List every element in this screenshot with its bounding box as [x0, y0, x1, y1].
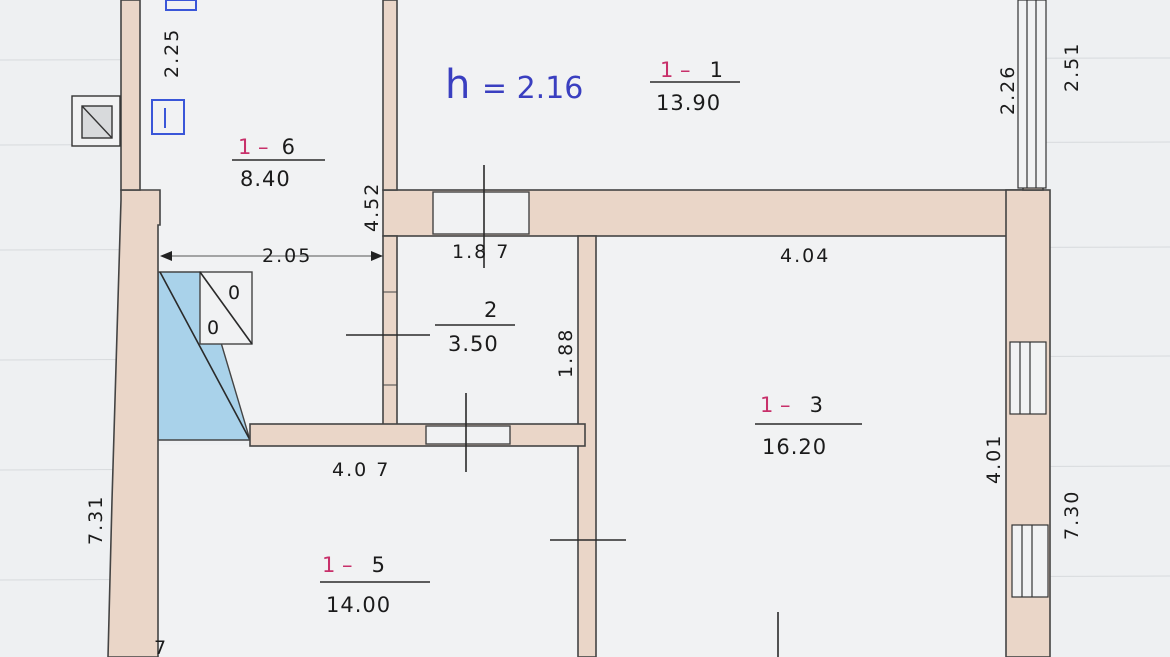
- room-1-label: 1 – 1: [660, 58, 723, 82]
- room-5-prefix: 1 –: [322, 553, 353, 577]
- dimension-452: 4.52: [361, 182, 383, 232]
- wall-room6-room2: [382, 235, 398, 427]
- vent-icon: [71, 95, 121, 147]
- wall-above-room5: [249, 423, 586, 447]
- room-1-area: 13.90: [656, 91, 721, 115]
- doorway-room2: [432, 165, 530, 268]
- room-1-prefix: 1 –: [660, 58, 691, 82]
- dimension-730: 7.30: [1061, 490, 1083, 540]
- window-right-lower: [1011, 524, 1049, 598]
- height-prefix: h: [445, 62, 470, 108]
- height-value: = 2.16: [482, 71, 583, 106]
- dimension-404: 4.04: [780, 245, 830, 267]
- corner-mark: 7: [154, 637, 168, 657]
- room-1-floor: [393, 0, 1023, 190]
- room-5-area: 14.00: [326, 593, 391, 617]
- room-6-prefix: 1 –: [238, 135, 269, 159]
- room-2-number: 2: [484, 298, 497, 322]
- fixture-diagonal: [199, 271, 253, 345]
- wall-ticks-left: [383, 291, 397, 386]
- room-3-number: 3: [810, 393, 823, 417]
- fixture-o-top: 0: [228, 282, 242, 304]
- room-2-area: 3.50: [448, 332, 499, 356]
- dimension-205: 2.05: [262, 245, 312, 267]
- left-upper-wall: [120, 0, 141, 191]
- ceiling-height-label: h = 2.16: [445, 62, 583, 108]
- left-outer-wall: [107, 189, 161, 657]
- dimension-188: 1.88: [555, 328, 577, 378]
- wall-room6-room1: [382, 0, 398, 191]
- dimension-187: 1.8 7: [452, 241, 510, 263]
- window-right-upper: [1017, 0, 1047, 189]
- room-5-number: 5: [372, 553, 385, 577]
- dimension-225: 2.25: [161, 28, 183, 78]
- room-6-label: 1 – 6: [238, 135, 295, 159]
- room-1-number: 1: [710, 58, 723, 82]
- room-3-area: 16.20: [762, 435, 827, 459]
- room-5-label: 1 – 5: [322, 553, 385, 577]
- room-6-number: 6: [282, 135, 295, 159]
- bath-diagonal: [159, 271, 251, 441]
- dimension-226: 2.26: [997, 65, 1019, 115]
- dimension-arrow-205: [160, 251, 383, 261]
- dimension-251: 2.51: [1061, 42, 1083, 92]
- room-6-area: 8.40: [240, 167, 291, 191]
- blue-mark-top: [165, 0, 197, 11]
- room-3-prefix: 1 –: [760, 393, 791, 417]
- dimension-407: 4.0 7: [332, 459, 390, 481]
- doorway-room2-bottom: [425, 393, 511, 472]
- room-5-floor: [158, 445, 580, 657]
- dimension-401: 4.01: [983, 434, 1005, 484]
- room-3-label: 1 – 3: [760, 393, 823, 417]
- room-2-floor: [398, 236, 578, 422]
- dimension-731: 7.31: [85, 495, 107, 545]
- window-right-middle: [1009, 341, 1047, 415]
- fixture-o-bottom: 0: [207, 317, 221, 339]
- room-3-floor: [596, 236, 1006, 657]
- blue-mark-meter: [151, 99, 185, 135]
